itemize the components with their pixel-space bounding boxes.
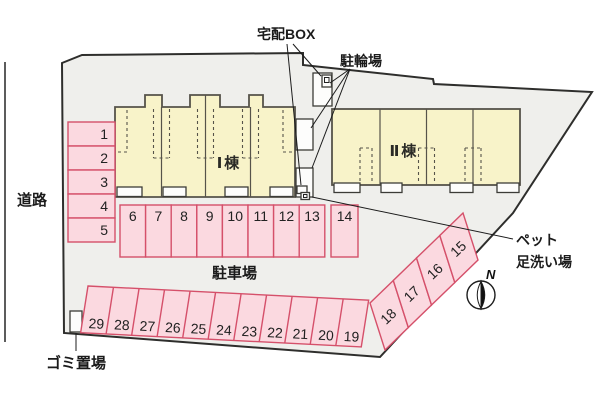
entrance-notch bbox=[496, 182, 520, 194]
bottom-row-strip bbox=[79, 285, 370, 348]
space-number: 1 bbox=[100, 126, 108, 142]
parking-left-column: 1 2 3 4 5 bbox=[67, 121, 116, 243]
building-1-interior-dashes bbox=[116, 109, 294, 159]
leader-bicycle-1 bbox=[329, 68, 351, 84]
leader-lines bbox=[75, 43, 514, 351]
parking-space-10 bbox=[221, 204, 249, 258]
parking-space-5 bbox=[67, 217, 116, 243]
building-1-label: Ⅰ棟 bbox=[217, 154, 242, 172]
delivery-box-top bbox=[321, 74, 333, 88]
space-number: 9 bbox=[206, 208, 214, 224]
road-label: 道路 bbox=[17, 191, 48, 209]
compass-needle-black bbox=[480, 279, 486, 311]
entrance-notch bbox=[116, 186, 143, 198]
pet-wash-station bbox=[300, 191, 311, 201]
space-number: 26 bbox=[165, 319, 182, 336]
leader-delivery-bottom bbox=[286, 43, 302, 186]
parking-space-7 bbox=[144, 204, 172, 258]
space-number: 29 bbox=[88, 315, 105, 332]
parking-space-12 bbox=[272, 204, 300, 258]
space-number: 7 bbox=[155, 208, 163, 224]
delivery-box-label: 宅配BOX bbox=[257, 26, 316, 42]
space-number: 10 bbox=[227, 208, 243, 224]
space-number: 8 bbox=[180, 208, 188, 224]
parking-space-15 bbox=[439, 211, 479, 284]
entrance-notch bbox=[224, 186, 249, 198]
space-number: 3 bbox=[100, 174, 108, 190]
parking-space-4 bbox=[67, 193, 116, 219]
space-number: 28 bbox=[114, 316, 131, 333]
space-number: 12 bbox=[279, 208, 295, 224]
space-number: 13 bbox=[304, 208, 320, 224]
parking-bottom-row: 29 28 27 26 25 24 23 22 21 20 19 bbox=[79, 285, 370, 348]
building-1: Ⅰ棟 bbox=[114, 94, 296, 198]
entrance-notch bbox=[162, 186, 187, 198]
shared-facilities bbox=[295, 72, 333, 201]
space-number: 6 bbox=[129, 208, 137, 224]
leader-pet-wash bbox=[311, 196, 514, 240]
building-2-interior-dashes bbox=[359, 147, 482, 184]
space-number: 25 bbox=[190, 320, 207, 337]
pet-wash-label-line1: ペット bbox=[516, 232, 558, 248]
space-number: 27 bbox=[139, 318, 156, 335]
bicycle-parking-label: 駐輪場 bbox=[340, 53, 382, 69]
space-number: 21 bbox=[292, 325, 309, 342]
building-2: Ⅱ棟 bbox=[331, 108, 521, 194]
parking-space-1 bbox=[67, 121, 116, 147]
space-number: 23 bbox=[241, 323, 258, 340]
parking-space-13 bbox=[298, 204, 326, 258]
entrance-notch bbox=[333, 182, 361, 194]
space-number: 19 bbox=[343, 328, 360, 345]
delivery-box-top-door bbox=[324, 77, 330, 83]
space-number: 14 bbox=[337, 208, 353, 224]
entrance-notch bbox=[449, 182, 474, 194]
building-2-label: Ⅱ棟 bbox=[390, 142, 419, 160]
compass-needle-white bbox=[476, 279, 482, 311]
space-number: 4 bbox=[100, 198, 108, 214]
space-number: 11 bbox=[254, 208, 269, 224]
entrance-notch bbox=[269, 186, 294, 198]
parking-space-11 bbox=[247, 204, 275, 258]
garbage-area-label: ゴミ置場 bbox=[46, 354, 106, 372]
parking-diagonal-row: 18 17 16 15 bbox=[369, 211, 479, 352]
compass-icon: N bbox=[466, 267, 496, 311]
space-number: 22 bbox=[267, 324, 284, 341]
garbage-box bbox=[69, 310, 83, 333]
space-number: 2 bbox=[100, 150, 108, 166]
parking-space-6 bbox=[119, 204, 147, 258]
entrance-notch bbox=[380, 182, 403, 194]
parking-space-14 bbox=[330, 204, 359, 258]
space-number: 24 bbox=[216, 322, 233, 339]
parking-space-3 bbox=[67, 169, 116, 195]
pet-wash-label-line2: 足洗い場 bbox=[516, 254, 572, 270]
bicycle-area-2 bbox=[295, 118, 314, 151]
parking-space-8 bbox=[170, 204, 198, 258]
parking-middle-row: 6 7 8 9 10 11 12 13 14 bbox=[119, 204, 359, 258]
compass-north-label: N bbox=[486, 267, 496, 282]
pet-wash-station-mark bbox=[303, 194, 308, 198]
parking-lot-label: 駐車場 bbox=[212, 264, 257, 282]
space-number: 20 bbox=[318, 327, 335, 344]
leader-bicycle-2 bbox=[310, 68, 351, 129]
space-number: 5 bbox=[100, 222, 108, 238]
leader-bicycle-3 bbox=[311, 68, 351, 169]
leader-delivery-top bbox=[292, 43, 322, 77]
